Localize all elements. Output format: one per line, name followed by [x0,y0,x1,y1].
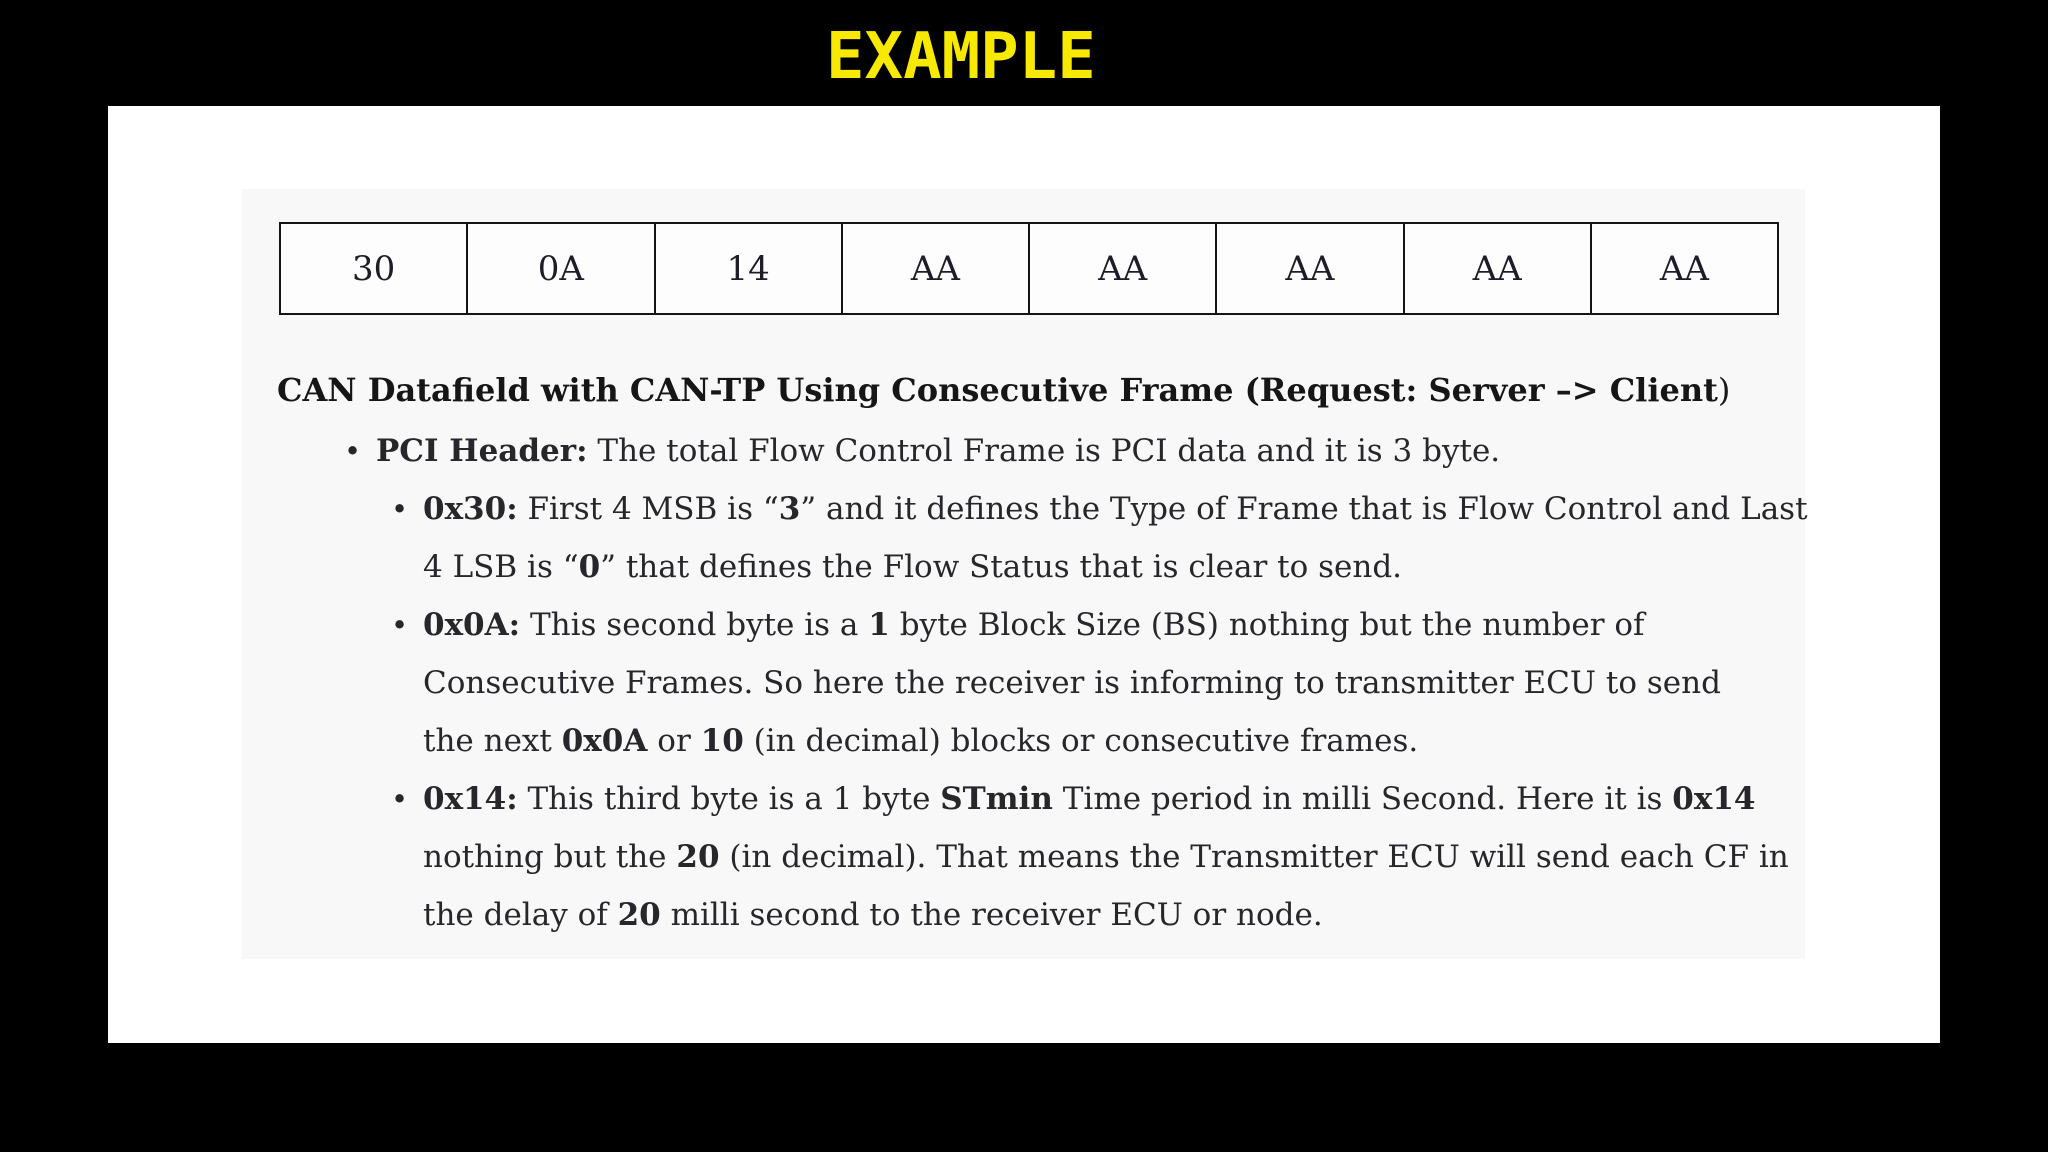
byte-cell: AA [1215,224,1402,313]
text-segment: 0 [578,549,601,585]
text-segment: 4 LSB is “ [423,549,579,585]
text-segment: The total Flow Control Frame is PCI data… [587,433,1501,469]
page-title: EXAMPLE [826,20,1096,94]
text-segment: nothing but the [423,839,677,875]
text-segment: byte Block Size (BS) nothing but the num… [889,607,1645,643]
text-segment: This second byte is a [520,607,869,643]
table-caption: CAN Datafield with CAN-TP Using Consecut… [277,369,1730,411]
caption-segment: CAN Datafield with CAN-TP Using Consecut… [277,371,1718,409]
text-segment: 0x0A: [423,607,521,643]
text-segment: (in decimal). That means the Transmitter… [719,839,1789,875]
text-segment: PCI Header: [376,433,588,469]
text-segment: STmin [940,781,1053,817]
byte-cell: AA [1402,224,1590,313]
text-line: • PCI Header: The total Flow Control Fram… [344,431,1501,471]
text-segment: 0x14: [423,781,518,817]
text-segment: First 4 MSB is “ [517,491,779,527]
text-segment: 10 [700,723,744,759]
text-segment: 0x14 [1672,781,1756,817]
text-segment: 0x30: [423,491,518,527]
text-segment: milli second to the receiver ECU or node… [660,897,1323,933]
byte-cell: 14 [653,224,841,313]
text-line: • 0x0A: This second byte is a 1 byte Bloc… [391,605,1645,645]
text-segment: 1 [868,607,890,643]
text-line: • 0x14: This third byte is a 1 byte STmin… [391,779,1756,819]
text-segment: 0x0A [561,723,648,759]
text-segment: the next [423,723,562,759]
text-line: 4 LSB is “0” that defines the Flow Statu… [423,547,1402,587]
text-segment: ” that defines the Flow Status that is c… [600,549,1403,585]
bullet-icon: • [391,782,409,816]
byte-cell: 30 [351,248,396,289]
bullet-icon: • [391,608,409,642]
text-segment: Consecutive Frames. So here the receiver… [423,665,1721,701]
text-line: the next 0x0A or 10 (in decimal) blocks … [423,721,1418,761]
bullet-icon: • [344,434,362,468]
bullet-icon: • [391,492,409,526]
text-line: nothing but the 20 (in decimal). That me… [423,837,1789,877]
byte-cell: 0A [466,224,653,313]
text-segment: or [647,723,701,759]
text-segment: 3 [778,491,801,527]
text-segment: the delay of [423,897,618,933]
byte-cell: AA [1589,224,1777,313]
text-line: the delay of 20 milli second to the rece… [423,895,1323,935]
text-line: • 0x30: First 4 MSB is “3” and it defines… [391,489,1808,529]
text-segment: (in decimal) blocks or consecutive frame… [743,723,1419,759]
text-line: Consecutive Frames. So here the receiver… [423,663,1721,703]
text-segment: Time period in milli Second. Here it is [1052,781,1673,817]
text-segment: This third byte is a 1 byte [517,781,941,817]
caption-segment: ) [1717,371,1731,409]
text-segment: 20 [617,897,661,933]
text-segment: 20 [676,839,720,875]
byte-cell: AA [840,224,1028,313]
byte-cell: AA [1028,224,1215,313]
text-segment: ” and it defines the Type of Frame that … [800,491,1808,527]
